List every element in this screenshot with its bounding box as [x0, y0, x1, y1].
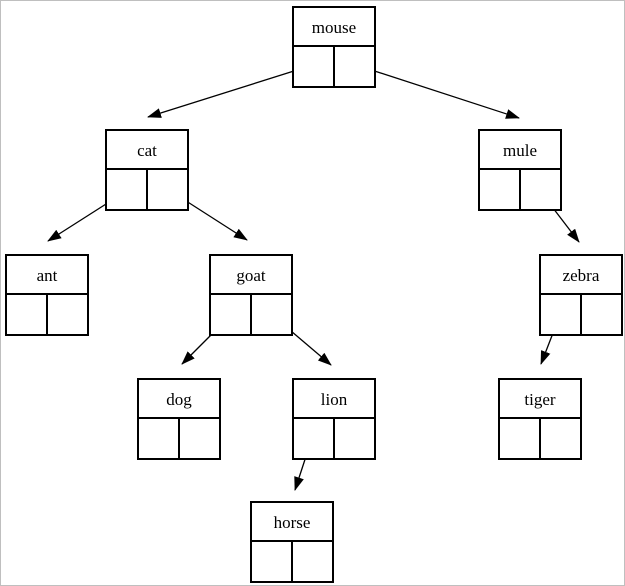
node-lion: lion	[292, 378, 376, 460]
node-ant-left-pointer-cell	[7, 295, 48, 334]
node-mule: mule	[478, 129, 562, 211]
node-zebra-label: zebra	[541, 256, 621, 295]
node-tiger-left-pointer-cell	[500, 419, 541, 458]
node-mule-pointer-cells	[480, 170, 560, 209]
node-zebra-pointer-cells	[541, 295, 621, 334]
node-cat-left-pointer-cell	[107, 170, 148, 209]
node-tiger-label: tiger	[500, 380, 580, 419]
node-mule-right-pointer-cell	[521, 170, 560, 209]
node-horse-pointer-cells	[252, 542, 332, 581]
node-tiger-right-pointer-cell	[541, 419, 580, 458]
node-dog-pointer-cells	[139, 419, 219, 458]
node-mouse-pointer-cells	[294, 47, 374, 86]
node-horse-label: horse	[252, 503, 332, 542]
node-mule-left-pointer-cell	[480, 170, 521, 209]
node-cat: cat	[105, 129, 189, 211]
node-lion-left-pointer-cell	[294, 419, 335, 458]
node-cat-pointer-cells	[107, 170, 187, 209]
node-horse-left-pointer-cell	[252, 542, 293, 581]
node-mule-label: mule	[480, 131, 560, 170]
node-ant-pointer-cells	[7, 295, 87, 334]
node-tiger: tiger	[498, 378, 582, 460]
node-mouse-left-pointer-cell	[294, 47, 335, 86]
node-ant-right-pointer-cell	[48, 295, 87, 334]
edge-mouse-right-mule	[352, 63, 520, 119]
node-goat: goat	[209, 254, 293, 336]
node-lion-pointer-cells	[294, 419, 374, 458]
node-goat-label: goat	[211, 256, 291, 295]
node-tiger-pointer-cells	[500, 419, 580, 458]
node-horse: horse	[250, 501, 334, 583]
node-dog-right-pointer-cell	[180, 419, 219, 458]
node-ant-label: ant	[7, 256, 87, 295]
node-horse-right-pointer-cell	[293, 542, 332, 581]
node-cat-right-pointer-cell	[148, 170, 187, 209]
node-goat-right-pointer-cell	[252, 295, 291, 334]
node-cat-label: cat	[107, 131, 187, 170]
node-dog-left-pointer-cell	[139, 419, 180, 458]
node-zebra: zebra	[539, 254, 623, 336]
node-lion-label: lion	[294, 380, 374, 419]
node-dog: dog	[137, 378, 221, 460]
node-lion-right-pointer-cell	[335, 419, 374, 458]
node-goat-left-pointer-cell	[211, 295, 252, 334]
node-mouse-label: mouse	[294, 8, 374, 47]
node-ant: ant	[5, 254, 89, 336]
node-mouse-right-pointer-cell	[335, 47, 374, 86]
node-zebra-right-pointer-cell	[582, 295, 621, 334]
node-zebra-left-pointer-cell	[541, 295, 582, 334]
node-mouse: mouse	[292, 6, 376, 88]
node-goat-pointer-cells	[211, 295, 291, 334]
node-dog-label: dog	[139, 380, 219, 419]
edge-mouse-left-cat	[147, 64, 314, 118]
